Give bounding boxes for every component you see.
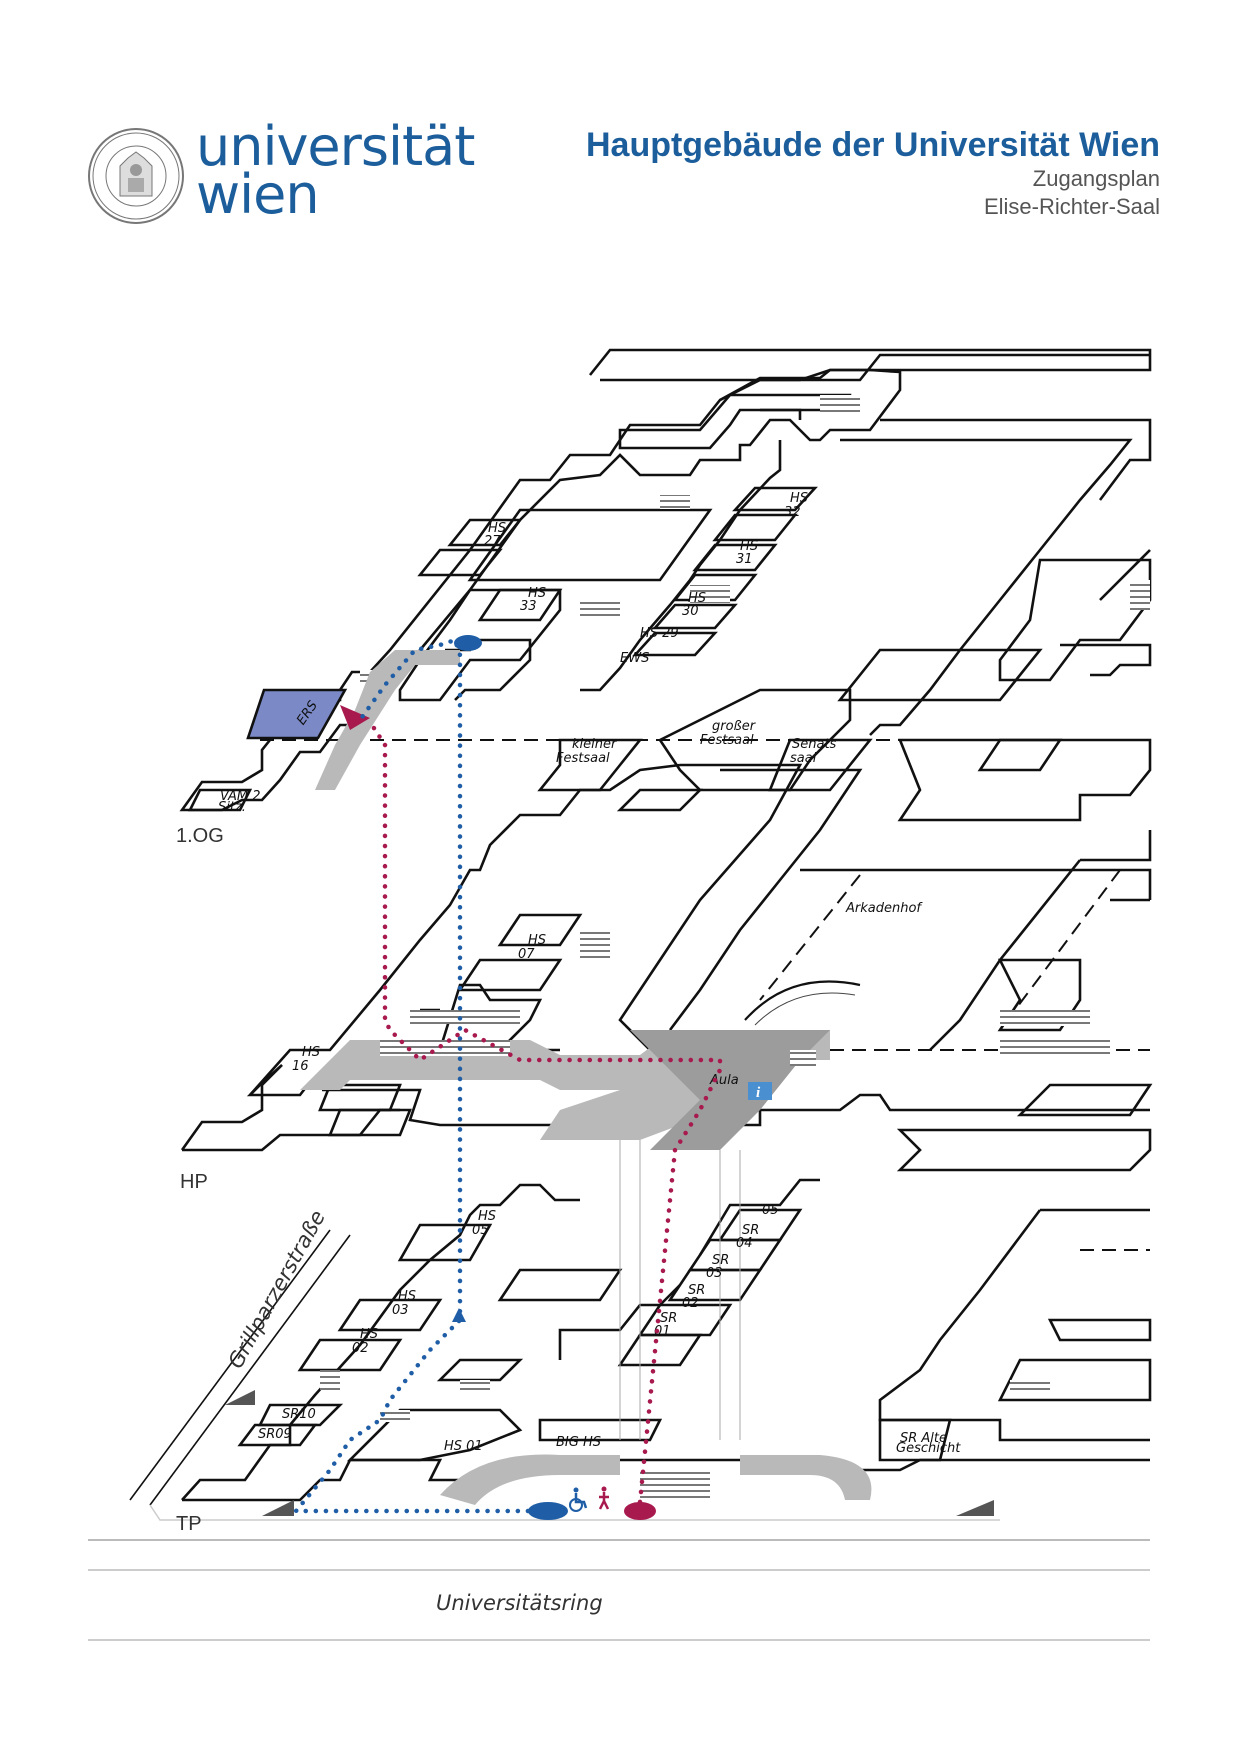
info-icon — [748, 1082, 772, 1100]
level-label-tp: TP — [176, 1513, 202, 1535]
destination-name: Elise-Richter-Saal — [983, 194, 1160, 219]
header: universität wien Hauptgebäude der Univer… — [0, 0, 1240, 260]
room-sr09: SR09 — [258, 1427, 292, 1442]
destination-marker — [340, 705, 370, 730]
start-marker-blue — [528, 1502, 568, 1520]
route-stairs — [367, 719, 723, 1505]
level-label-hp: HP — [180, 1171, 208, 1193]
street-universitaetsring: Universitätsring — [436, 1591, 603, 1615]
route-arrow-up-blue — [452, 1308, 466, 1322]
page-title: Hauptgebäude der Universität Wien — [585, 126, 1160, 164]
elevator-marker-og — [454, 635, 482, 651]
wheelchair-icon — [569, 1487, 588, 1512]
pedestrian-icon — [598, 1486, 610, 1510]
level-label-1og: 1.OG — [176, 825, 224, 847]
room-hs01: HS 01 — [444, 1439, 483, 1454]
room-aula: Aula — [709, 1073, 739, 1088]
logo-wordmark-line1: universität — [196, 115, 475, 178]
room-ews: EWS — [620, 651, 649, 666]
room-sr10: SR10 — [282, 1407, 316, 1422]
logo-wordmark-line2: wien — [196, 163, 320, 226]
info-icon-glyph: i — [756, 1085, 761, 1101]
room-hs29: HS 29 — [640, 626, 679, 641]
room-arkadenhof: Arkadenhof — [845, 901, 923, 916]
target-room-ers — [246, 688, 348, 740]
start-marker-red — [624, 1502, 656, 1520]
university-seal-logo — [88, 128, 184, 224]
room-sr05: 05 — [762, 1203, 779, 1218]
page-subtitle: Zugangsplan — [1032, 166, 1160, 191]
room-big-hs: BIG HS — [556, 1435, 601, 1450]
